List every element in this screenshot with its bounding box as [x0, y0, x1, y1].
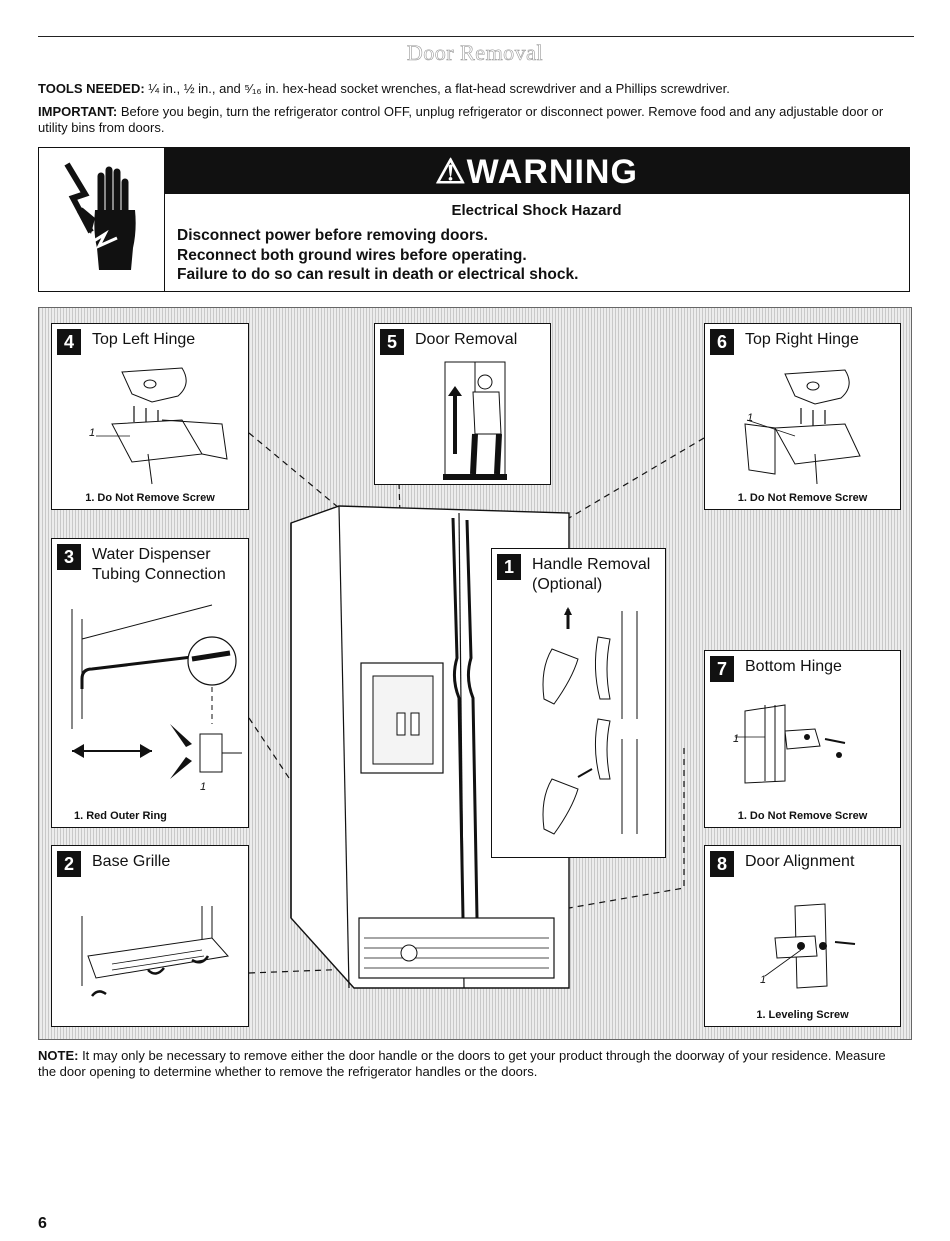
important-text: Before you begin, turn the refrigerator … — [38, 104, 884, 135]
tools-label: TOOLS NEEDED: — [38, 81, 145, 96]
page-number: 6 — [38, 1215, 47, 1232]
warning-lines: Disconnect power before removing doors. … — [177, 226, 578, 285]
step-number-badge: 4 — [57, 329, 81, 355]
step-title: Bottom Hinge — [745, 658, 842, 675]
illustration-area: 4 Top Left Hinge 1 1. Do Not Remove Scre… — [38, 307, 912, 1040]
step-title: Base Grille — [92, 853, 171, 870]
step-caption: 1. Red Outer Ring — [74, 810, 167, 822]
step-panel-bottom-hinge: 7 Bottom Hinge 1 1. Do Not Remove Screw — [704, 650, 901, 828]
callout-number: 1 — [89, 427, 96, 439]
step-title: Top Left Hinge — [92, 331, 196, 348]
shock-hand-icon — [64, 162, 136, 270]
handle-removal-illustration — [542, 607, 638, 835]
step-number-badge: 3 — [57, 544, 81, 570]
step-panel-top-right-hinge: 6 Top Right Hinge 1 1. Do Not Remove Scr… — [704, 323, 901, 510]
warning-line: Failure to do so can result in death or … — [177, 266, 579, 283]
tools-needed: TOOLS NEEDED: ¼ in., ½ in., and ⁵⁄₁₆ in.… — [38, 81, 898, 97]
step-number-badge: 1 — [497, 554, 521, 580]
step-caption: 1. Do Not Remove Screw — [737, 810, 868, 822]
step-number-badge: 6 — [710, 329, 734, 355]
water-tubing-illustration — [71, 604, 242, 779]
step-panel-door-alignment: 8 Door Alignment 1 1. Leveling Screw — [704, 845, 901, 1027]
callout-number: 1 — [747, 412, 754, 424]
step-panel-handle-removal: 1 Handle Removal (Optional) — [491, 548, 666, 858]
step-number-badge: 5 — [380, 329, 404, 355]
step-title-line2: (Optional) — [532, 576, 603, 593]
warning-box: ⚠WARNING Electrical Shock Hazard Disconn… — [38, 147, 910, 292]
step-title: Top Right Hinge — [745, 331, 859, 348]
step-title: Handle Removal — [532, 556, 651, 573]
step-panel-top-left-hinge: 4 Top Left Hinge 1 1. Do Not Remove Scre… — [51, 323, 249, 510]
warning-line: Reconnect both ground wires before opera… — [177, 246, 527, 264]
step-panel-base-grille: 2 Base Grille — [51, 845, 249, 1027]
shock-hazard-cell — [39, 148, 165, 291]
step-caption: 1. Do Not Remove Screw — [85, 492, 215, 504]
step-title: Water Dispenser — [92, 546, 211, 563]
step-panel-door-removal: 5 Door Removal — [374, 323, 551, 485]
important-note: IMPORTANT: Before you begin, turn the re… — [38, 104, 898, 136]
door-alignment-illustration — [764, 903, 856, 989]
callout-number: 1 — [733, 733, 740, 745]
note-label: NOTE: — [38, 1048, 79, 1063]
step-panel-water-dispenser: 3 Water Dispenser Tubing Connection 1 1.… — [51, 538, 249, 828]
warning-subtitle: Electrical Shock Hazard — [451, 202, 622, 219]
warning-line: Disconnect power before removing doors. — [177, 227, 488, 244]
base-grille-illustration — [81, 906, 229, 997]
step-title: Door Removal — [415, 331, 518, 348]
callout-number: 1 — [200, 781, 207, 793]
step-number-badge: 8 — [710, 851, 734, 877]
top-right-hinge-illustration — [744, 369, 861, 485]
step-title: Door Alignment — [745, 853, 855, 870]
page-title: Door Removal — [406, 40, 544, 66]
warning-banner: ⚠WARNING — [164, 148, 909, 194]
step-caption: 1. Do Not Remove Screw — [737, 492, 868, 504]
door-removal-illustration — [443, 361, 507, 480]
callout-number: 1 — [760, 974, 767, 986]
important-label: IMPORTANT: — [38, 104, 118, 119]
step-number-badge: 2 — [57, 851, 81, 877]
step-caption: 1. Leveling Screw — [756, 1009, 849, 1021]
note: NOTE: It may only be necessary to remove… — [38, 1048, 898, 1080]
note-text: It may only be necessary to remove eithe… — [38, 1048, 886, 1079]
bottom-hinge-illustration — [735, 704, 846, 784]
step-title-line2: Tubing Connection — [92, 566, 226, 583]
step-number-badge: 7 — [710, 656, 734, 682]
top-left-hinge-illustration — [96, 367, 228, 485]
tools-text: ¼ in., ½ in., and ⁵⁄₁₆ in. hex-head sock… — [144, 81, 730, 96]
top-rule — [38, 36, 914, 37]
